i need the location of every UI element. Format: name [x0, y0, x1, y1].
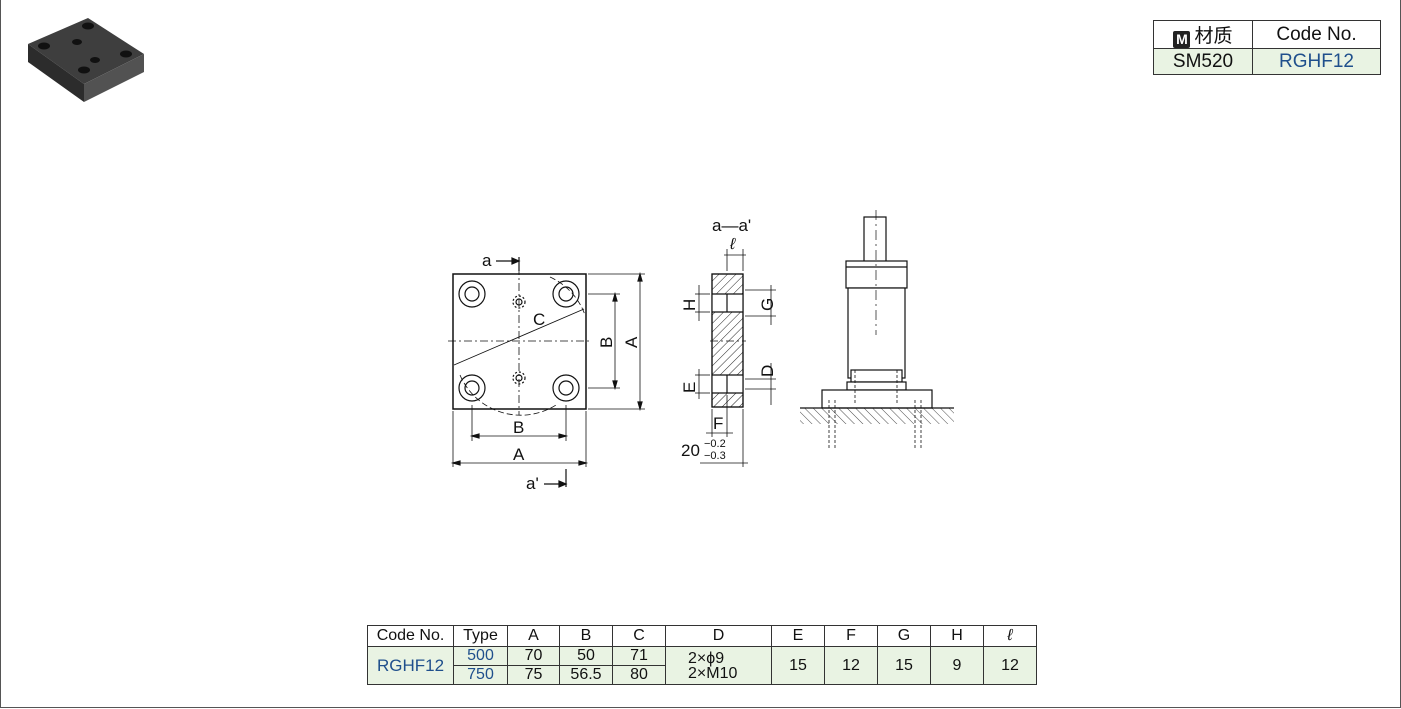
- label-e: E: [680, 382, 699, 393]
- b-cell: 56.5: [559, 665, 613, 685]
- header-ell: ℓ: [983, 625, 1037, 647]
- c-cell: 80: [612, 665, 666, 685]
- product-photo: [28, 18, 144, 102]
- material-badge-icon: M: [1173, 31, 1191, 48]
- label-tol-upper: −0.2: [704, 438, 726, 450]
- plan-view: [448, 257, 645, 488]
- label-a-bottom: a': [526, 474, 539, 493]
- e-cell: 15: [771, 646, 825, 685]
- header-d: D: [665, 625, 772, 647]
- material-value: SM520: [1153, 48, 1253, 75]
- label-ell: ℓ: [729, 236, 736, 253]
- label-tol-lower: −0.3: [704, 450, 726, 462]
- label-a-top: a: [482, 251, 492, 270]
- header-h: H: [930, 625, 984, 647]
- header-type: Type: [453, 625, 508, 647]
- assembly-view: [800, 210, 954, 450]
- h-cell: 9: [930, 646, 984, 685]
- label-b-horizontal: B: [513, 418, 524, 437]
- label-g: G: [758, 298, 777, 311]
- code-cell: RGHF12: [367, 646, 454, 685]
- b-cell: 50: [559, 646, 613, 666]
- label-b-vertical: B: [597, 337, 616, 348]
- header-e: E: [771, 625, 825, 647]
- section-view: [710, 273, 746, 408]
- label-a-horizontal: A: [513, 445, 525, 464]
- table-header-row: Code No. Type A B C D E F G H ℓ: [367, 625, 1037, 647]
- header-b: B: [559, 625, 613, 647]
- label-f: F: [713, 414, 723, 433]
- header-a: A: [507, 625, 560, 647]
- header-g: G: [877, 625, 931, 647]
- label-a-vertical: A: [622, 336, 641, 348]
- dimensions-table: Code No. Type A B C D E F G H ℓ RGHF12 5…: [367, 625, 1037, 685]
- technical-drawing: a a' C B A B A: [448, 210, 954, 493]
- type-cell: 750: [453, 665, 508, 685]
- d-line-1: 2×ϕ9: [688, 649, 725, 667]
- table-row: 750 75 56.5 80: [368, 665, 1037, 685]
- f-cell: 12: [824, 646, 878, 685]
- code-header: Code No.: [1252, 20, 1381, 49]
- d-line-2: 2×M10: [688, 664, 738, 682]
- header-code: Code No.: [367, 625, 454, 647]
- c-cell: 71: [612, 646, 666, 666]
- header-f: F: [824, 625, 878, 647]
- label-d: D: [758, 365, 777, 377]
- header-c: C: [612, 625, 666, 647]
- label-section: a—a': [712, 216, 751, 235]
- a-cell: 75: [507, 665, 560, 685]
- code-value: RGHF12: [1252, 48, 1381, 75]
- g-cell: 15: [877, 646, 931, 685]
- label-c: C: [533, 310, 545, 329]
- type-cell: 500: [453, 646, 508, 666]
- label-thickness: 20: [681, 441, 700, 460]
- label-h: H: [680, 299, 699, 311]
- a-cell: 70: [507, 646, 560, 666]
- ell-cell: 12: [983, 646, 1037, 685]
